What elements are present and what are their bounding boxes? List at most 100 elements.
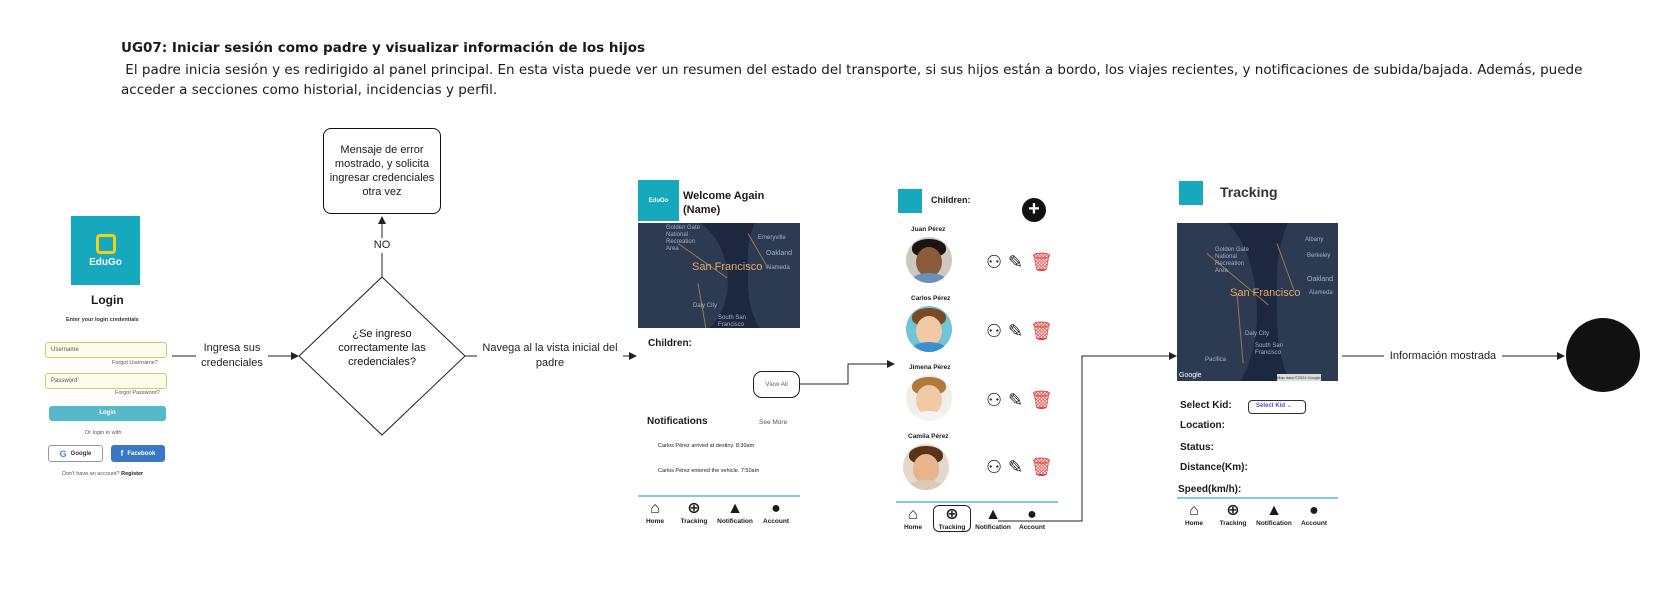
- nav-home[interactable]: ⌂Home: [901, 506, 925, 531]
- view-all-label: View All: [765, 381, 788, 388]
- map-label-oakland: Oakland: [766, 250, 793, 257]
- username-field[interactable]: Username: [45, 342, 167, 358]
- delete-icon[interactable]: 🗑: [1030, 390, 1053, 410]
- edit-icon[interactable]: ✎: [1008, 390, 1024, 410]
- tracking-navbar: ⌂Home ⊕Tracking ▲Notification ●Account: [1177, 497, 1338, 535]
- edge-label-navega: Navega al la vista inicial del padre: [477, 341, 623, 371]
- delete-icon[interactable]: 🗑: [1030, 252, 1053, 272]
- login-button[interactable]: Login: [49, 406, 166, 421]
- home-notification-item: Carlos Pérez entered the vehicle. 7:50am: [658, 468, 760, 474]
- nav-notification-label: Notification: [1256, 520, 1292, 527]
- children-title: Children:: [931, 195, 971, 205]
- view-all-button[interactable]: View All: [753, 371, 800, 398]
- nav-home[interactable]: ⌂Home: [643, 500, 667, 525]
- home-name: (Name): [683, 204, 721, 216]
- crosshair-icon: ⊕: [945, 506, 959, 523]
- home-notification-item: Carlos Pérez arrived at destiny. 8:30am: [658, 443, 755, 449]
- nav-home[interactable]: ⌂Home: [1182, 502, 1206, 527]
- kid-avatar: [906, 237, 952, 283]
- nav-tracking-label: Tracking: [938, 524, 966, 531]
- nav-tracking[interactable]: ⊕Tracking: [933, 505, 971, 532]
- map-label-ggnra: Golden Gate National Recreation Area: [666, 225, 701, 252]
- login-logo-text: EduGo: [89, 256, 122, 268]
- edit-icon[interactable]: ✎: [1008, 252, 1024, 272]
- facebook-button-label: Facebook: [127, 450, 156, 457]
- nav-account-label: Account: [1301, 520, 1327, 527]
- notifications-title: Notifications: [647, 416, 708, 427]
- map-label-alameda: Alameda: [1309, 290, 1333, 296]
- nav-account[interactable]: ●Account: [1016, 506, 1048, 531]
- register-link[interactable]: Register: [121, 471, 144, 477]
- map-google-logo: Google: [1179, 372, 1202, 379]
- chevron-down-icon: ⌄: [1286, 403, 1292, 409]
- edit-icon[interactable]: ✎: [1008, 457, 1024, 477]
- edge-tracking-screen: [998, 352, 1177, 522]
- see-more-link[interactable]: See More: [759, 419, 788, 426]
- distance-label: Distance(Km):: [1180, 462, 1248, 473]
- crosshair-icon: ⊕: [1226, 502, 1240, 519]
- nav-notification[interactable]: ▲Notification: [972, 506, 1014, 531]
- map-label-pacifica: Pacifica: [1205, 357, 1227, 363]
- kid-name: Camila Pérez: [908, 433, 949, 440]
- profile-icon[interactable]: ⚇: [986, 457, 1003, 477]
- select-kid-dropdown[interactable]: Select Kid ⌄: [1248, 400, 1306, 414]
- forgot-username-link[interactable]: Forgot Username?: [112, 360, 158, 366]
- home-welcome: Welcome Again: [683, 190, 765, 202]
- map-attribution: Map data ©2024 Google: [1277, 374, 1321, 381]
- delete-icon[interactable]: 🗑: [1030, 321, 1053, 341]
- home-children-label: Children:: [648, 338, 692, 349]
- map-city: San Francisco: [1230, 287, 1301, 299]
- no-account-text: Don't have an account?: [62, 471, 120, 477]
- profile-icon[interactable]: ⚇: [986, 390, 1003, 410]
- facebook-icon: f: [120, 449, 124, 458]
- nav-notification[interactable]: ▲Notification: [1253, 502, 1295, 527]
- facebook-button[interactable]: f Facebook: [111, 445, 165, 462]
- select-kid-value: Select Kid: [1256, 403, 1286, 409]
- home-icon: ⌂: [908, 506, 918, 523]
- profile-icon[interactable]: ⚇: [986, 321, 1003, 341]
- or-login-with: Or login in with: [85, 430, 122, 436]
- nav-tracking[interactable]: ⊕Tracking: [678, 500, 710, 525]
- nav-notification[interactable]: ▲Notification: [714, 500, 756, 525]
- tracking-map: Albany Berkeley Golden Gate National Rec…: [1177, 223, 1338, 381]
- map-label-oakland: Oakland: [1307, 276, 1334, 283]
- plus-circle-icon[interactable]: +: [1022, 198, 1046, 222]
- google-button[interactable]: G Google: [48, 445, 103, 462]
- login-button-label: Login: [99, 410, 116, 416]
- diagram-description: El padre inicia sesión y es redirigido a…: [121, 60, 1591, 100]
- password-field[interactable]: Password: [45, 373, 167, 389]
- kid-name: Juan Pérez: [911, 226, 946, 233]
- kid-avatar: [906, 375, 952, 421]
- map-label-emeryville: Emeryville: [758, 235, 786, 241]
- nav-account[interactable]: ●Account: [1298, 502, 1330, 527]
- home-logo-text: EduGo: [648, 197, 669, 204]
- profile-icon[interactable]: ⚇: [986, 252, 1003, 272]
- kid-name: Jimena Pérez: [909, 364, 951, 371]
- edge-label-ingresa: Ingresa sus credenciales: [196, 341, 268, 371]
- end-node: [1566, 318, 1640, 392]
- map-label-dalycity: Daly City: [1245, 331, 1270, 337]
- warning-icon: ▲: [727, 500, 743, 517]
- delete-icon[interactable]: 🗑: [1030, 457, 1053, 477]
- speed-label: Speed(km/h):: [1178, 484, 1242, 495]
- description-text: El padre inicia sesión y es redirigido a…: [121, 62, 1583, 98]
- map-city: San Francisco: [692, 261, 763, 273]
- warning-icon: ▲: [1266, 502, 1282, 519]
- forgot-password-link[interactable]: Forgot Password?: [115, 390, 160, 396]
- tracking-title: Tracking: [1220, 184, 1278, 200]
- status-label: Status:: [1180, 442, 1214, 453]
- nav-account-label: Account: [1019, 524, 1045, 531]
- login-title: Login: [91, 293, 124, 307]
- nav-tracking-label: Tracking: [680, 518, 708, 525]
- nav-account[interactable]: ●Account: [760, 500, 792, 525]
- edit-icon[interactable]: ✎: [1008, 321, 1024, 341]
- nav-tracking-label: Tracking: [1219, 520, 1247, 527]
- children-logo: [898, 189, 922, 213]
- error-node: Mensaje de error mostrado, y solicita in…: [323, 128, 441, 214]
- nav-home-label: Home: [645, 518, 665, 525]
- kid-name: Carlos Pérez: [911, 295, 951, 302]
- login-logo: EduGo: [71, 216, 140, 285]
- nav-tracking[interactable]: ⊕Tracking: [1217, 502, 1249, 527]
- home-logo: EduGo: [638, 180, 679, 221]
- map-label-alameda: Alameda: [766, 265, 790, 271]
